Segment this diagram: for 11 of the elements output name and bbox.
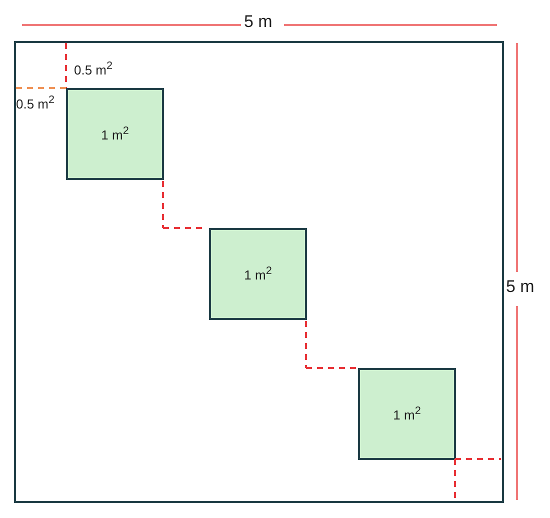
area-label: 0.5 m$^{2}$ — [74, 60, 113, 78]
area-label: 0.5 m$^{2}$ — [16, 94, 55, 112]
area-label: 1 m$^{2}$ — [101, 125, 129, 143]
planting-square — [66, 88, 164, 180]
dimension-label: 5 m — [244, 12, 272, 32]
planting-square — [209, 228, 307, 320]
dimension-label: 5 m — [506, 277, 534, 297]
plot-outline — [14, 41, 504, 503]
area-label: 1 m$^{2}$ — [393, 405, 421, 423]
planting-square — [358, 368, 456, 460]
area-label: 1 m$^{2}$ — [244, 265, 272, 283]
